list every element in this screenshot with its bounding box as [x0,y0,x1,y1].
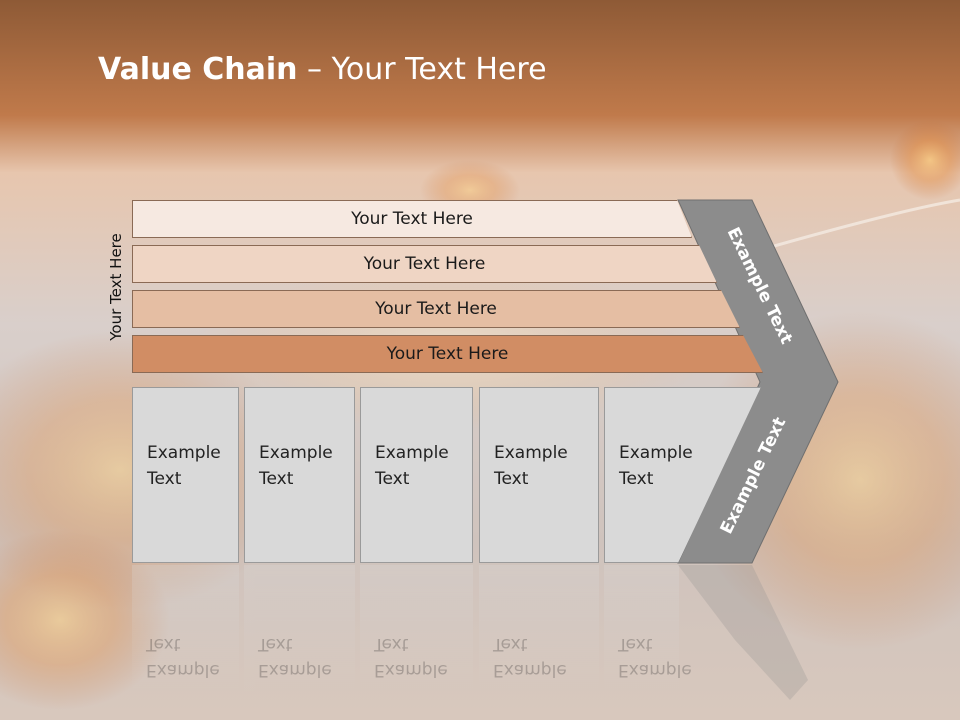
box-reflection-4: Example Text [479,565,599,695]
chevron-reflection [678,565,808,700]
activity-box-4-label: Example Text [494,443,568,489]
activity-box-1-label: Example Text [147,443,221,489]
slide-title: Value Chain – Your Text Here [98,52,547,87]
box-reflection-3: Example Text [360,565,473,695]
box-reflection-5: Example Text [604,565,692,695]
bar-3: Your Text Here [132,290,740,328]
activity-box-2-label: Example Text [259,443,333,489]
bar-2: Your Text Here [132,245,717,283]
activity-box-5-label: Example Text [619,443,693,489]
title-bold: Value Chain [98,52,298,87]
activity-box-3: Example Text [360,387,473,563]
box-reflection-3-label: Example Text [374,634,448,680]
bar-1: Your Text Here [132,200,692,238]
activity-box-3-label: Example Text [375,443,449,489]
box-reflection-2: Example Text [244,565,355,695]
box-reflection-1-label: Example Text [146,634,220,680]
bar-4-label: Your Text Here [386,344,509,364]
bar-1-label: Your Text Here [351,209,473,229]
bar-4: Your Text Here [132,335,763,373]
chevron-arrow [677,199,839,564]
bar-3-label: Your Text Here [375,299,497,319]
box-reflection-1: Example Text [132,565,239,695]
activity-box-4: Example Text [479,387,599,563]
activity-box-1: Example Text [132,387,239,563]
box-reflection-2-label: Example Text [258,634,332,680]
activity-box-2: Example Text [244,387,355,563]
box-reflection-4-label: Example Text [493,634,567,680]
box-reflection-5-label: Example Text [618,634,692,680]
title-rest: – Your Text Here [297,52,547,87]
bar-2-label: Your Text Here [363,254,486,274]
